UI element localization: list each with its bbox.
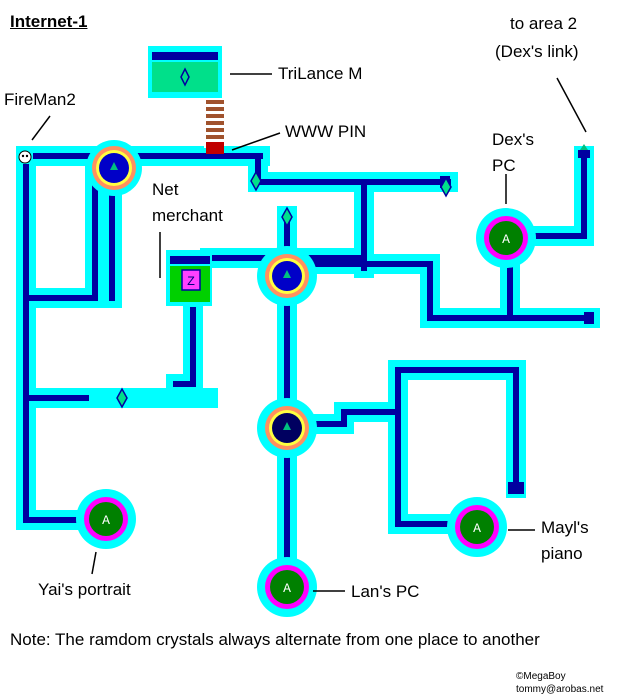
trilance-box [148,46,222,98]
merchant-letter: Z [187,274,195,289]
label-fireman: FireMan2 [4,90,76,109]
label-dex-link: (Dex's link) [495,42,579,61]
ladder-icon [204,98,224,148]
node-yai-portrait [76,489,136,549]
label-lan-pc: Lan's PC [351,582,420,601]
label-to-area-2: to area 2 [510,14,578,33]
label-dex-pc-line2: PC [492,156,516,175]
crystal-icon [116,170,452,409]
label-www-pin: WWW PIN [285,122,367,141]
node-lan-pc [257,557,317,617]
end-cap-right [584,312,594,324]
map-title: Internet-1 [10,12,88,31]
dex-link-marker-icon [580,144,588,150]
label-mayl-line1: Mayl's [541,518,589,537]
node-dex-pc [476,208,536,268]
fireman-skull-icon [17,150,33,164]
node-letter-yai: A [102,513,110,528]
path-right-row [290,254,600,328]
path-top-right [248,146,458,192]
label-net-merchant-line1: Net [152,180,179,199]
hub-center-top [257,246,317,306]
www-pin-block [206,142,224,154]
label-dex-pc-line1: Dex's [492,130,534,149]
pointer-fireman [31,115,51,141]
node-letter-mayl: A [473,521,481,536]
end-cap-mayl-branch [508,482,524,494]
hub-top-left [86,140,142,196]
map-note: Note: The ramdom crystals always alterna… [10,630,540,649]
label-trilance: TriLance M [278,64,363,83]
label-pointers [31,73,587,592]
pointer-yai [91,551,97,575]
end-cap-dex-link [578,150,590,158]
pointer-pin [231,132,281,151]
net-merchant-box [166,250,212,306]
label-net-merchant-line2: merchant [152,206,223,225]
node-letter-dex: A [502,232,510,247]
label-mayl-line2: piano [541,544,583,563]
credit-email: tommy@arobas.net [516,684,604,695]
pointer-area2 [556,77,587,133]
credit-author: ©MegaBoy [516,671,566,682]
label-yai-portrait: Yai's portrait [38,580,131,599]
node-letter-lan: A [283,581,291,596]
node-mayl-piano [447,497,507,557]
hub-center-mid [257,398,317,458]
path-left-col [16,165,105,308]
